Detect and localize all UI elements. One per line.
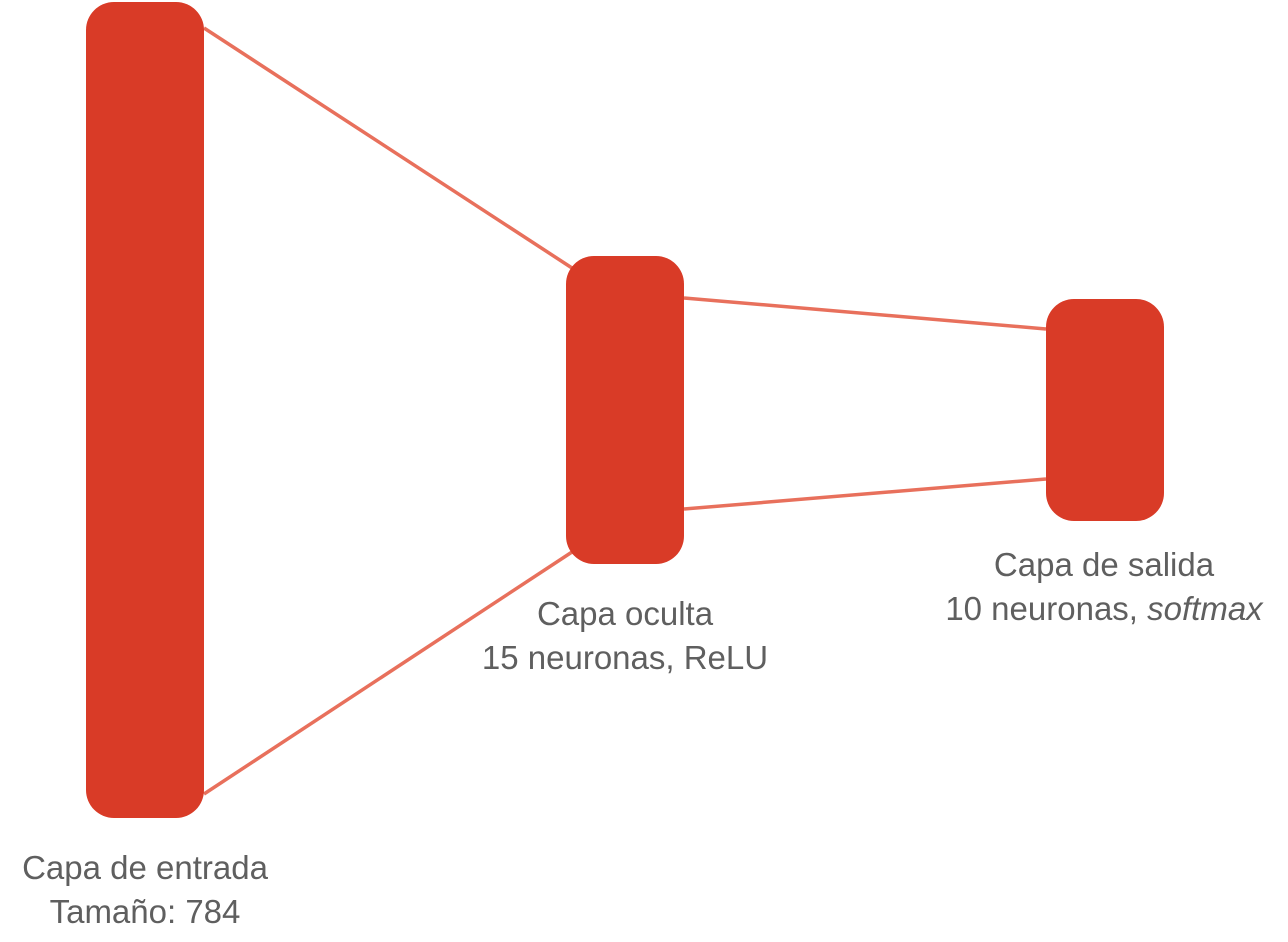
output-layer-block xyxy=(1046,299,1164,521)
connector-hidden-output-bottom xyxy=(683,477,1047,511)
connector-input-hidden-top xyxy=(203,26,573,270)
output-layer-detail: 10 neuronas, softmax xyxy=(920,587,1288,631)
hidden-layer-caption: Capa oculta 15 neuronas, ReLU xyxy=(460,592,790,680)
connector-input-hidden-bottom xyxy=(203,550,573,796)
output-layer-detail-prefix: 10 neuronas, xyxy=(945,590,1148,627)
output-layer-title: Capa de salida xyxy=(993,546,1215,583)
input-layer-detail: Tamaño: 784 xyxy=(49,893,241,930)
output-layer-caption: Capa de salida 10 neuronas, softmax xyxy=(920,543,1288,631)
input-layer-title: Capa de entrada xyxy=(22,849,268,886)
hidden-layer-block xyxy=(566,256,684,564)
hidden-layer-title: Capa oculta xyxy=(536,595,714,632)
hidden-layer-detail: 15 neuronas, ReLU xyxy=(481,639,769,676)
input-layer-block xyxy=(86,2,204,818)
output-layer-activation: softmax xyxy=(1147,590,1263,627)
input-layer-caption: Capa de entrada Tamaño: 784 xyxy=(0,846,290,934)
connector-hidden-output-top xyxy=(683,296,1047,331)
